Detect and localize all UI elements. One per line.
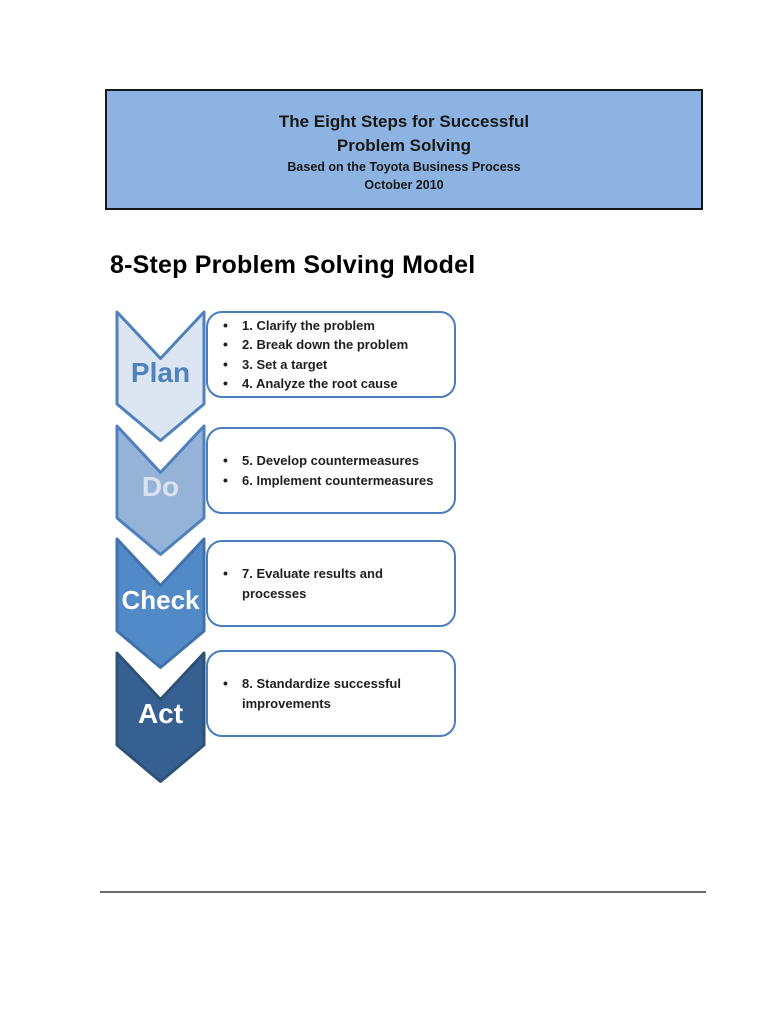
step-item: 7. Evaluate results and processes xyxy=(218,564,446,603)
doc-date: October 2010 xyxy=(364,178,444,192)
footer-rule xyxy=(100,891,706,893)
chevron-label-act: Act xyxy=(137,698,184,729)
chevron-plan: Plan xyxy=(115,310,206,443)
chevron-shape xyxy=(115,424,206,556)
step-item: 2. Break down the problem xyxy=(218,335,446,355)
chevron-down-icon xyxy=(115,537,206,669)
steps-box-act: 8. Standardize successful improvements xyxy=(206,650,456,737)
steps-list-do: 5. Develop countermeasures 6. Implement … xyxy=(208,429,454,512)
step-item: 6. Implement countermeasures xyxy=(218,471,446,491)
chevron-down-icon xyxy=(115,424,206,556)
step-item: 1. Clarify the problem xyxy=(218,316,446,336)
steps-box-check: 7. Evaluate results and processes xyxy=(206,540,456,627)
steps-box-plan: 1. Clarify the problem 2. Break down the… xyxy=(206,311,456,398)
chevron-shape xyxy=(115,537,206,669)
steps-list-check: 7. Evaluate results and processes xyxy=(208,542,454,625)
step-item: 4. Analyze the root cause xyxy=(218,374,446,394)
chevron-label-plan: Plan xyxy=(130,357,191,388)
steps-list-act: 8. Standardize successful improvements xyxy=(208,652,454,735)
doc-title-line-2: Problem Solving xyxy=(336,136,472,155)
steps-list-plan: 1. Clarify the problem 2. Break down the… xyxy=(208,313,454,396)
chevron-do: Do xyxy=(115,424,206,557)
doc-subtitle: Based on the Toyota Business Process xyxy=(287,160,521,174)
doc-title-line-1: The Eight Steps for Successful xyxy=(278,112,530,131)
chevron-shape xyxy=(115,310,206,442)
chevron-shape xyxy=(115,651,206,783)
chevron-label-check: Check xyxy=(121,585,200,615)
steps-box-do: 5. Develop countermeasures 6. Implement … xyxy=(206,427,456,514)
chevron-check: Check xyxy=(115,537,206,670)
title-block: The Eight Steps for Successful Problem S… xyxy=(105,89,703,210)
step-item: 8. Standardize successful improvements xyxy=(218,674,446,713)
section-title: 8-Step Problem Solving Model xyxy=(110,251,476,279)
chevron-down-icon xyxy=(115,310,206,442)
step-item: 5. Develop countermeasures xyxy=(218,451,446,471)
chevron-down-icon xyxy=(115,651,206,783)
chevron-label-do: Do xyxy=(141,471,180,502)
step-item: 3. Set a target xyxy=(218,355,446,375)
chevron-act: Act xyxy=(115,651,206,784)
